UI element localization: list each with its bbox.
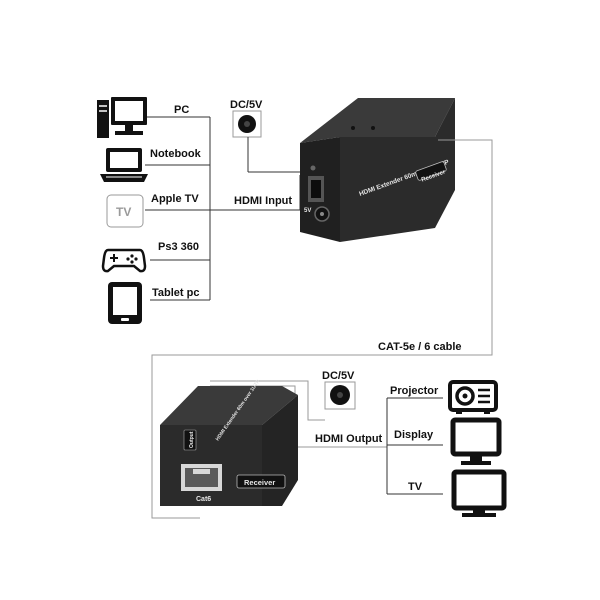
- receiver-side-badge: Output: [189, 431, 195, 448]
- receiver-port-label: Cat6: [196, 496, 211, 503]
- display-wiring: [386, 397, 443, 495]
- receiver-output-label: HDMI Output: [315, 433, 383, 445]
- receiver-device: Cat6 Receiver Output HDMI Extender 60m o…: [160, 378, 298, 506]
- desktop-pc-icon: [97, 97, 147, 138]
- transmitter-input-label: HDMI Input: [234, 195, 292, 207]
- power-jack-icon: [232, 110, 262, 138]
- source-label-tablet: Tablet pc: [152, 287, 199, 299]
- projector-icon: [448, 380, 498, 414]
- cat-cable-wiring: [151, 139, 493, 519]
- source-label-notebook: Notebook: [150, 148, 202, 160]
- transmitter-device: 5V HDMI Extender 60m over 1UTP Receiver: [300, 98, 455, 242]
- source-label-pc: PC: [174, 104, 189, 116]
- display-label-projector: Projector: [390, 385, 439, 397]
- laptop-icon: [100, 148, 148, 182]
- tablet-icon: [108, 282, 142, 324]
- cable-label: CAT-5e / 6 cable: [378, 341, 462, 353]
- transmitter-power-label: DC/5V: [230, 99, 263, 111]
- source-label-apple-tv: Apple TV: [151, 193, 199, 205]
- gamepad-icon: [101, 248, 147, 273]
- display-label-tv: TV: [408, 481, 423, 493]
- source-label-ps3: Ps3 360: [158, 241, 199, 253]
- apple-tv-icon-text: TV: [116, 205, 131, 219]
- receiver-badge-text: Receiver: [244, 478, 275, 487]
- monitor-icon: [450, 417, 502, 465]
- tv-icon: [451, 469, 507, 517]
- apple-tv-icon: TV: [106, 194, 144, 228]
- source-wiring: [145, 116, 301, 301]
- power-jack-icon: [324, 381, 356, 410]
- receiver-power-label: DC/5V: [322, 370, 355, 382]
- display-label-display: Display: [394, 429, 434, 441]
- transmitter-port-label: 5V: [304, 208, 311, 214]
